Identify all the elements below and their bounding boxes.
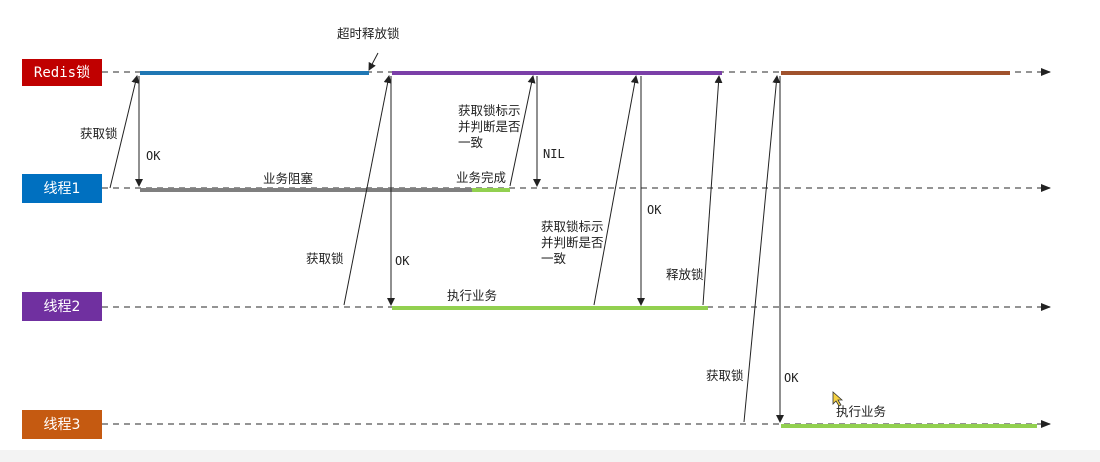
thread2-acquire-arrow	[343, 75, 392, 306]
thread1-ok-label: OK	[146, 149, 161, 163]
thread2-ok-label: OK	[395, 254, 410, 268]
thread2-check-label-line2: 并判断是否	[541, 235, 604, 250]
mouse-cursor-icon	[832, 391, 844, 407]
thread1-check-arrow	[509, 75, 536, 187]
bottom-strip	[0, 450, 1100, 462]
thread1-check-label-line3: 一致	[458, 135, 484, 150]
thread3-ok-label: OK	[784, 371, 799, 385]
thread2-check-ok-label: OK	[647, 203, 662, 217]
timeout-release-arrow	[368, 52, 379, 71]
thread2-exec-label: 执行业务	[447, 288, 497, 303]
thread2-release-arrow	[702, 75, 723, 306]
redis-lane-label: Redis锁	[22, 59, 102, 86]
thread1-acquire-arrow	[109, 75, 140, 189]
thread1-blocked-label: 业务阻塞	[263, 171, 314, 186]
thread3-exec-label: 执行业务	[836, 404, 886, 419]
thread2-label-text: 线程2	[44, 299, 81, 315]
thread2-check-label-line3: 一致	[541, 251, 567, 266]
thread1-nil-label: NIL	[543, 147, 565, 161]
thread1-done-label: 业务完成	[456, 170, 506, 185]
thread1-check-label-line1: 获取锁标示	[458, 103, 521, 118]
thread3-lane-label: 线程3	[22, 410, 102, 439]
thread2-check-label-line1: 获取锁标示	[541, 219, 604, 234]
thread3-label-text: 线程3	[44, 417, 81, 433]
thread1-check-label-line2: 并判断是否	[458, 119, 521, 134]
thread2-check-arrow	[593, 75, 639, 306]
thread3-acquire-arrow	[743, 75, 781, 423]
thread1-acquire-label: 获取锁	[80, 126, 118, 141]
thread1-label-box	[22, 174, 102, 203]
thread3-label-box	[22, 410, 102, 439]
redis-label-text: Redis锁	[34, 65, 90, 81]
thread1-lane-label: 线程1	[22, 174, 102, 203]
timeout-release-label: 超时释放锁	[337, 26, 400, 41]
thread1-label-text: 线程1	[44, 181, 81, 197]
thread2-acquire-label: 获取锁	[306, 251, 344, 266]
thread2-release-label: 释放锁	[666, 267, 704, 282]
redis-label-box	[22, 59, 102, 86]
thread2-label-box	[22, 292, 102, 321]
thread3-acquire-label: 获取锁	[706, 368, 744, 383]
thread2-lane-label: 线程2	[22, 292, 102, 321]
